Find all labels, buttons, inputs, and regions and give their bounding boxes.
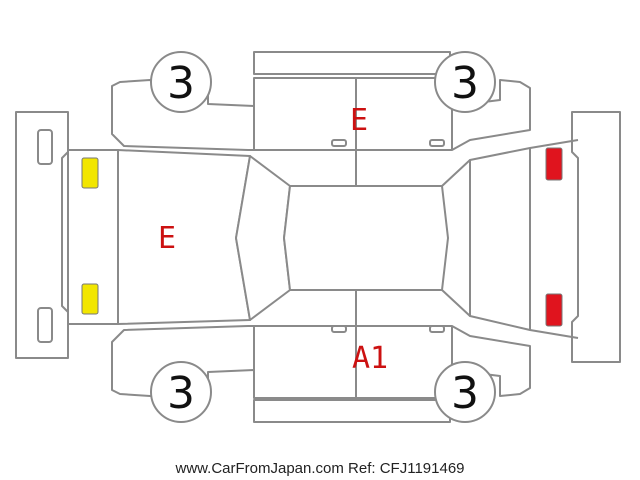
tyre-front-right: 3	[150, 51, 212, 113]
tyre-grade-rear-right: 3	[451, 58, 479, 109]
tyre-rear-right: 3	[434, 51, 496, 113]
tyre-front-left: 3	[150, 361, 212, 423]
top-view-body	[67, 139, 579, 339]
front-bumper	[15, 111, 69, 359]
reference-caption: www.CarFromJapan.com Ref: CFJ1191469	[175, 460, 465, 477]
tyre-rear-left: 3	[434, 361, 496, 423]
rear-lamp-marker-lower	[545, 293, 563, 327]
damage-code-bonnet: E	[158, 221, 176, 256]
front-lamp-marker-upper	[81, 157, 99, 189]
tyre-grade-rear-left: 3	[451, 368, 479, 419]
rear-lamp-marker-upper	[545, 147, 563, 181]
tyre-grade-front-left: 3	[167, 368, 195, 419]
rear-bumper	[571, 111, 621, 363]
tyre-grade-front-right: 3	[167, 58, 195, 109]
front-lamp-marker-lower	[81, 283, 99, 315]
damage-code-left-doors: A1	[352, 341, 388, 376]
damage-code-right-doors: E	[350, 103, 368, 138]
